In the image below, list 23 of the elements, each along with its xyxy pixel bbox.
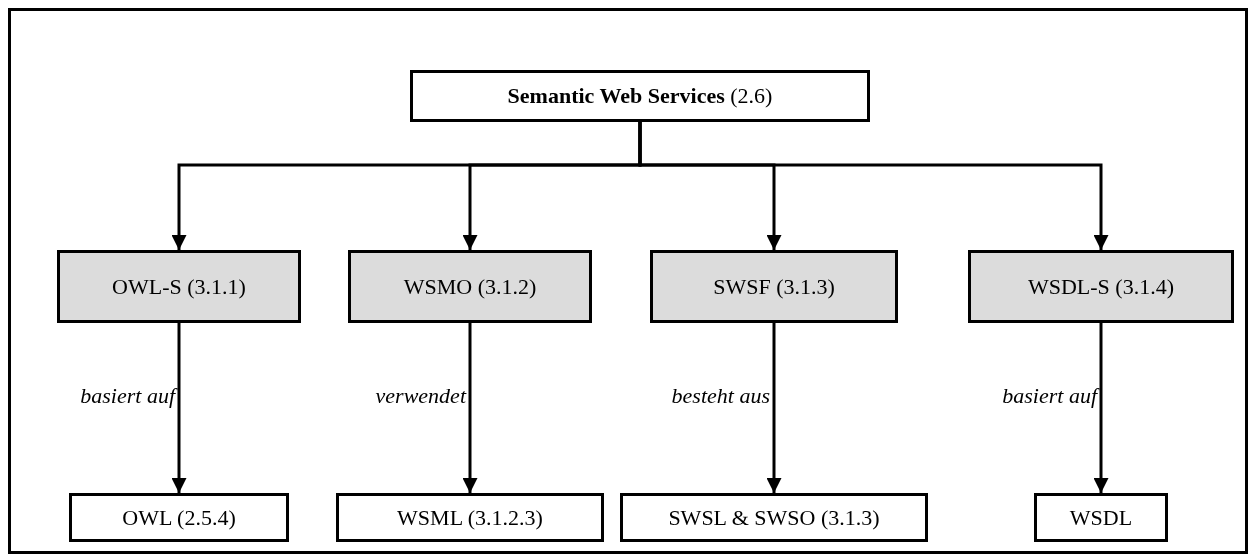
arrow bbox=[1093, 323, 1109, 493]
node-label: OWL-S (3.1.1) bbox=[112, 273, 246, 300]
node-label: SWSF (3.1.3) bbox=[713, 273, 835, 300]
node-label: OWL (2.5.4) bbox=[122, 504, 236, 531]
node-label: SWSL & SWSO (3.1.3) bbox=[668, 504, 880, 531]
process-box bbox=[650, 250, 898, 323]
arrow bbox=[171, 323, 187, 493]
arrow bbox=[462, 323, 478, 493]
process-box bbox=[1034, 493, 1168, 542]
node-label: WSDL-S (3.1.4) bbox=[1027, 273, 1174, 300]
process-box bbox=[69, 493, 289, 542]
process-box bbox=[348, 250, 592, 323]
arrow bbox=[766, 323, 782, 493]
process-box bbox=[336, 493, 604, 542]
process-box bbox=[968, 250, 1234, 323]
node-label: Semantic Web Services (2.6) bbox=[507, 83, 773, 109]
process-box bbox=[620, 493, 928, 542]
arrow bbox=[638, 122, 1109, 250]
node-label: WSML (3.1.2.3) bbox=[397, 504, 543, 531]
node-label: WSMO (3.1.2) bbox=[403, 273, 537, 300]
node-label: WSDL bbox=[1069, 504, 1133, 531]
process-box bbox=[57, 250, 301, 323]
title-box bbox=[410, 70, 870, 122]
